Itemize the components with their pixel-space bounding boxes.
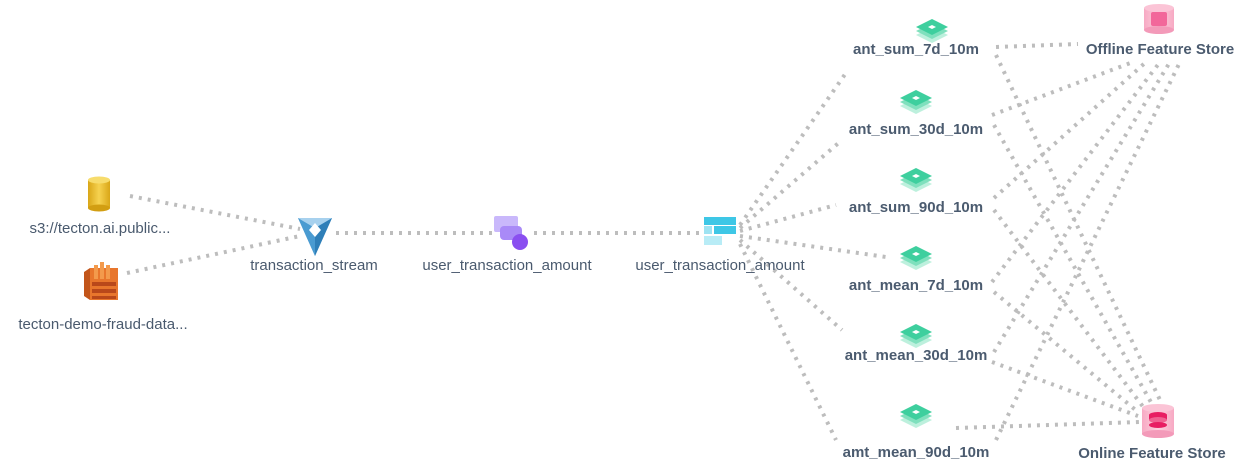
edge-f1-to-offline <box>995 42 1079 49</box>
offline-store-label: Offline Feature Store <box>1086 41 1234 58</box>
feature-node[interactable]: ant_mean_7d_10m <box>849 246 983 294</box>
feature-label: ant_sum_90d_10m <box>849 199 983 216</box>
s3-source-label: s3://tecton.ai.public... <box>30 220 171 237</box>
feature-view-node[interactable]: user_transaction_amount <box>635 217 805 274</box>
transformation-node[interactable]: user_transaction_amount <box>422 216 592 274</box>
edge-fv-to-feature-1 <box>738 68 850 227</box>
edge-fv-to-feature-6 <box>738 243 838 441</box>
transaction-stream-label: transaction_stream <box>250 257 378 274</box>
edge-f4-to-offline <box>990 60 1162 284</box>
online-store-node[interactable]: Online Feature Store <box>1078 404 1226 462</box>
edge-fv-to-feature-2 <box>738 138 844 230</box>
stacked-layers-icon <box>900 168 932 192</box>
feature-label: ant_sum_7d_10m <box>853 41 979 58</box>
online-store-icon <box>1142 404 1174 438</box>
edge-f1-to-online <box>994 54 1162 401</box>
online-store-label: Online Feature Store <box>1078 445 1226 462</box>
feature-label: ant_mean_30d_10m <box>845 347 988 364</box>
feature-label: ant_sum_30d_10m <box>849 121 983 138</box>
feature-view-icon <box>704 217 736 245</box>
feature-view-label: user_transaction_amount <box>635 257 805 274</box>
feature-node[interactable]: amt_mean_90d_10m <box>843 404 990 461</box>
feature-node[interactable]: ant_sum_30d_10m <box>849 90 983 138</box>
edge-f5-to-online <box>991 360 1139 418</box>
feature-label: ant_mean_7d_10m <box>849 277 983 294</box>
offline-store-icon <box>1144 4 1174 34</box>
kinesis-source-label: tecton-demo-fraud-data... <box>18 316 187 333</box>
data-source-diamond-icon <box>298 218 332 256</box>
edge-s3-to-stream <box>129 194 301 231</box>
edge-f2-to-online <box>992 124 1154 405</box>
edge-f6-to-online <box>955 420 1141 430</box>
edge-fv-to-feature-4 <box>739 234 887 259</box>
stacked-layers-icon <box>900 324 932 348</box>
stacked-layers-icon <box>916 19 948 43</box>
stacked-layers-icon <box>900 404 932 428</box>
feature-node[interactable]: ant_mean_30d_10m <box>845 324 988 364</box>
edge-f5-to-offline <box>992 60 1172 354</box>
edge-f3-to-offline <box>992 60 1148 200</box>
edge-fv-to-feature-3 <box>739 203 837 233</box>
s3-source-node[interactable]: s3://tecton.ai.public... <box>30 176 171 238</box>
offline-store-node[interactable]: Offline Feature Store <box>1086 4 1234 58</box>
yellow-cylinder-icon <box>88 176 110 212</box>
stacked-layers-icon <box>900 90 932 114</box>
transaction-stream-node[interactable]: transaction_stream <box>250 218 378 274</box>
feature-label: amt_mean_90d_10m <box>843 444 990 461</box>
kinesis-source-node[interactable]: tecton-demo-fraud-data... <box>18 262 188 333</box>
edge-fv-to-feature-5 <box>738 238 844 332</box>
edge-kinesis-to-stream <box>126 234 301 275</box>
feature-node[interactable]: ant_sum_90d_10m <box>849 168 983 216</box>
transformation-label: user_transaction_amount <box>422 257 592 274</box>
feature-node[interactable]: ant_sum_7d_10m <box>853 19 979 58</box>
edges <box>126 42 1182 441</box>
orange-stream-icon <box>84 262 118 300</box>
stacked-layers-icon <box>900 246 932 270</box>
transformation-icon <box>494 216 528 250</box>
edge-f3-to-online <box>992 208 1146 410</box>
